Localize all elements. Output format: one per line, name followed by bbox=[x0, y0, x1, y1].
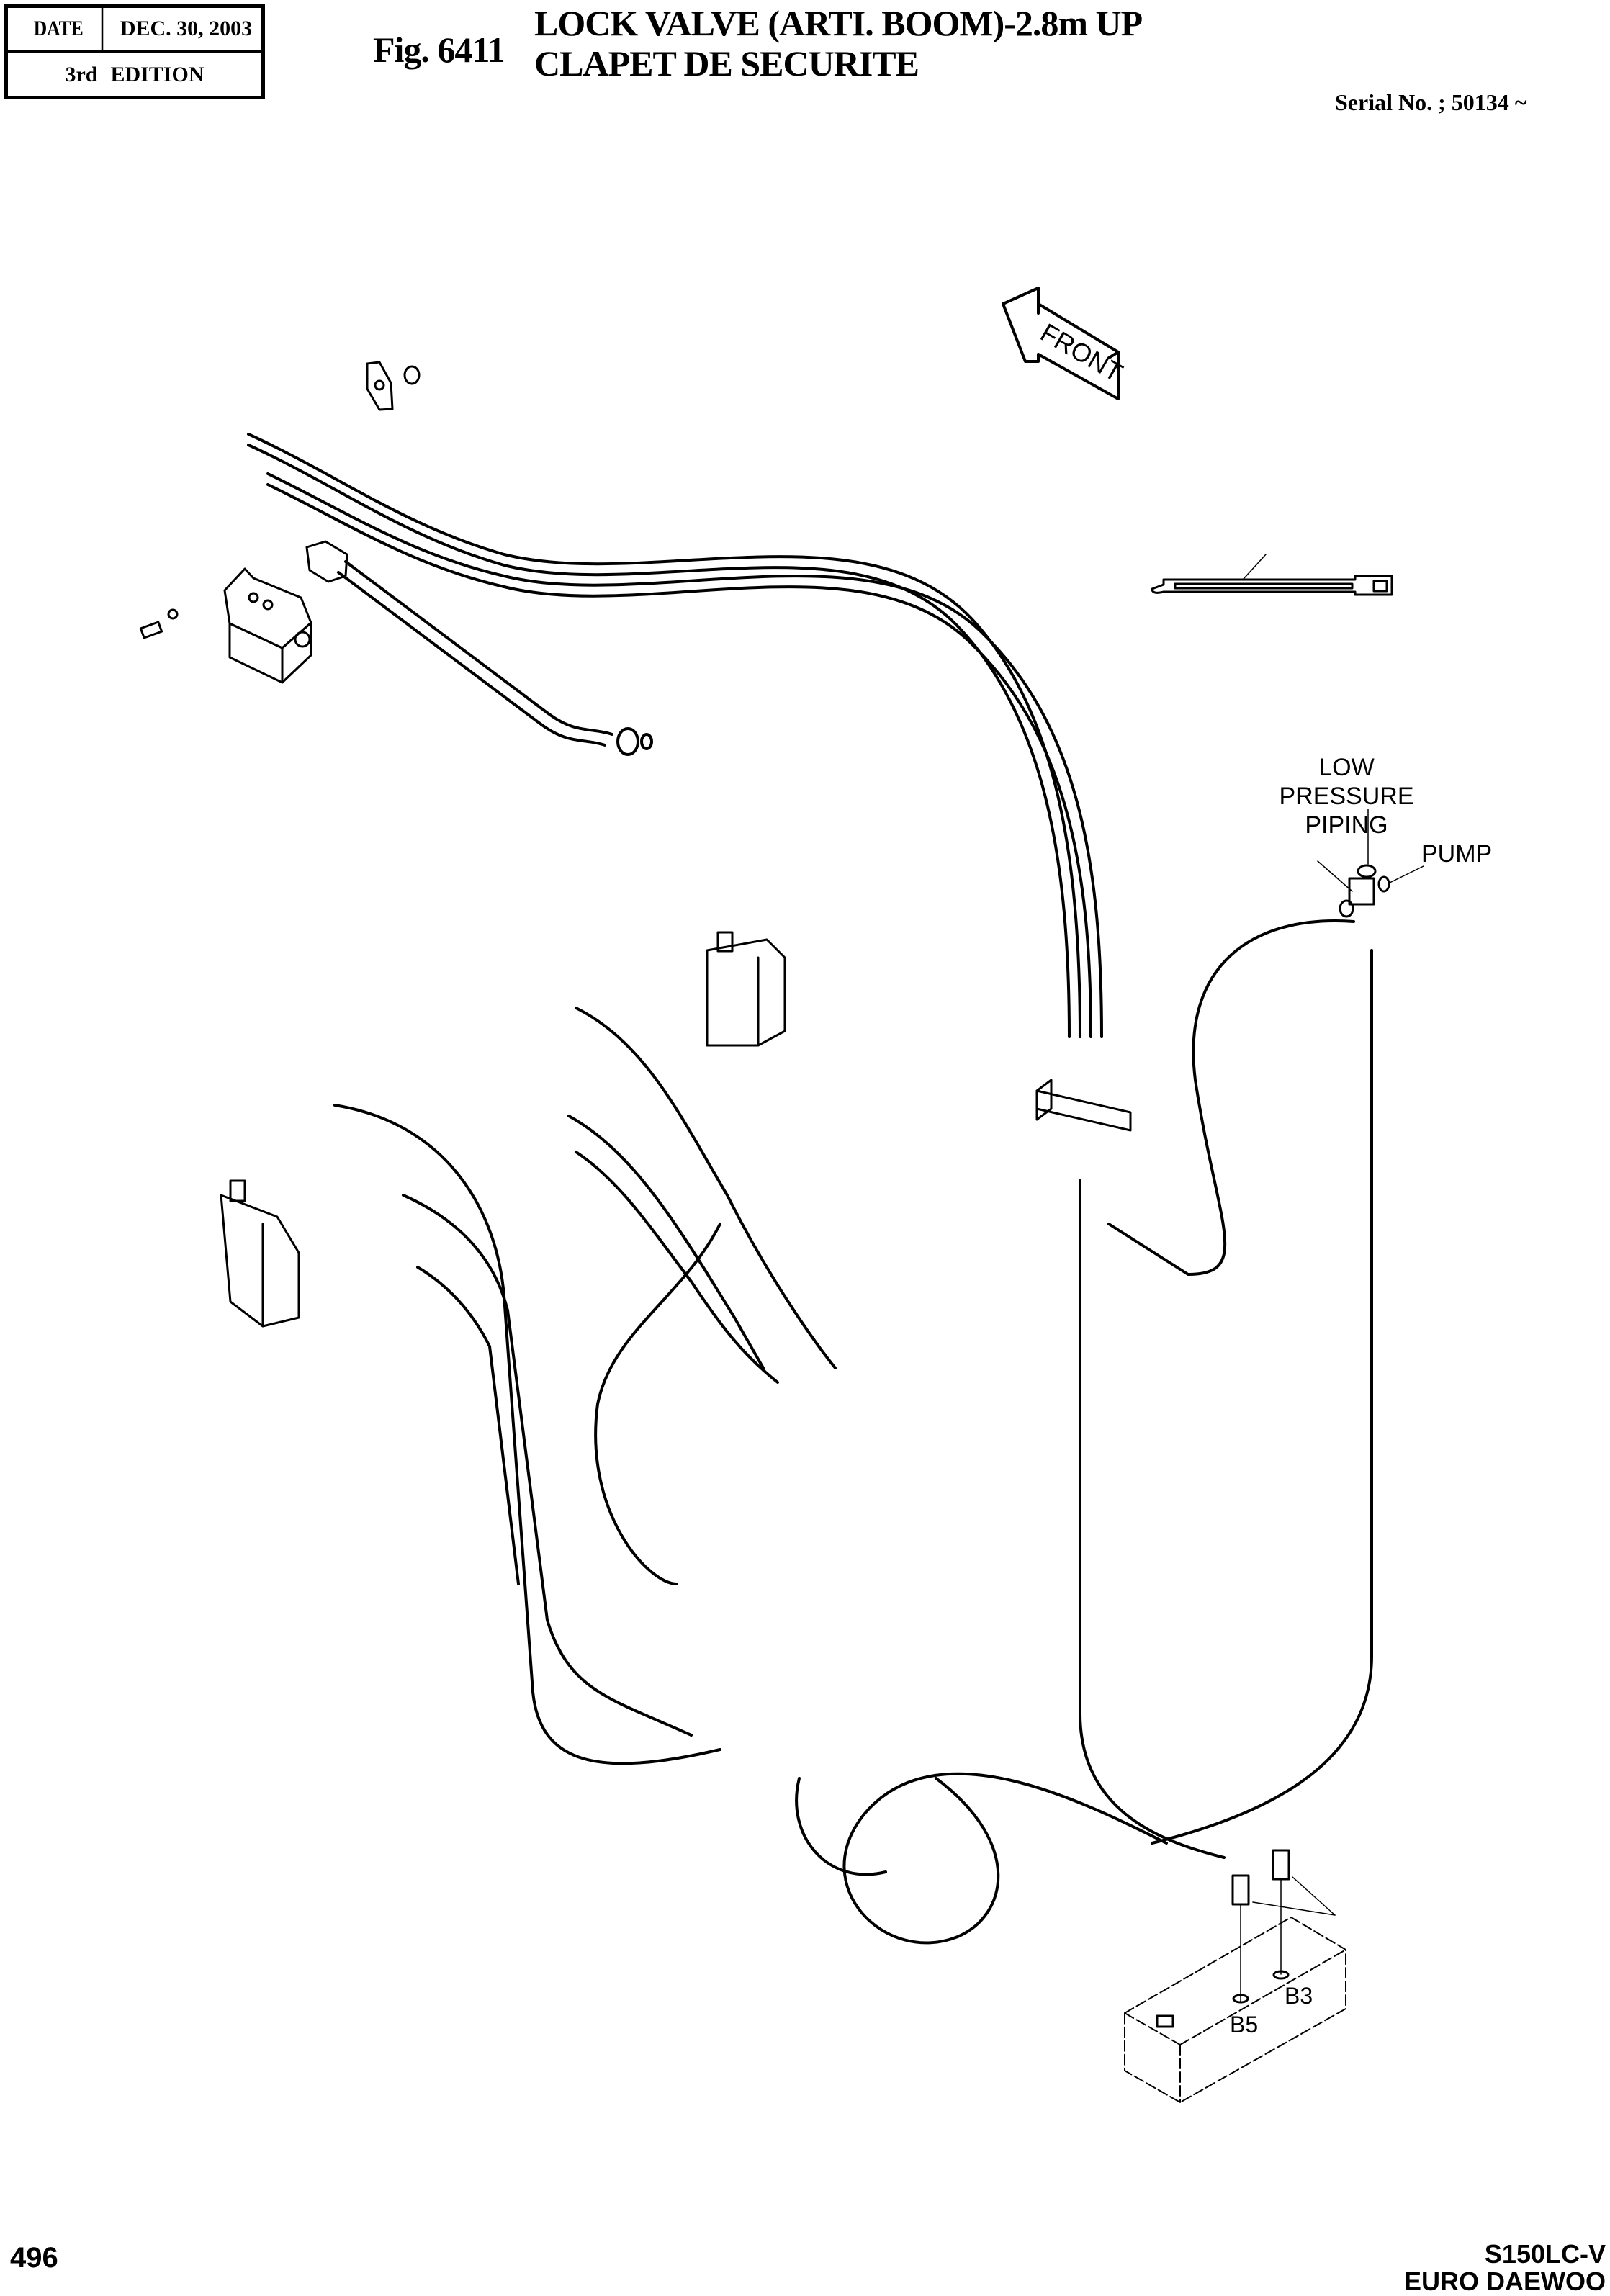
port-b3-label: B3 bbox=[1285, 1983, 1313, 2009]
lower-hoses bbox=[333, 919, 1373, 1945]
port-fittings bbox=[1156, 1849, 1336, 2028]
lock-valve-mid-left bbox=[220, 1179, 300, 1328]
flange-plate bbox=[366, 361, 421, 411]
model-name: S150LC-V bbox=[1484, 2239, 1606, 2269]
date-label: DATE bbox=[16, 8, 104, 50]
title-english: LOCK VALVE (ARTI. BOOM)-2.8m UP bbox=[534, 3, 1143, 43]
brand-name: EURO DAEWOO bbox=[1403, 2266, 1606, 2296]
title-french: CLAPET DE SECURITE bbox=[534, 43, 919, 84]
port-b5-label: B5 bbox=[1230, 2012, 1259, 2038]
date-edition-box: DATE DEC. 30, 2003 3rd EDITION bbox=[4, 4, 265, 99]
front-direction-arrow-icon bbox=[1002, 287, 1120, 400]
model-info: S150LC-V EURO DAEWOO bbox=[1404, 2241, 1606, 2295]
lock-valve-upper bbox=[223, 567, 312, 684]
low-pressure-piping-label: LOW PRESSURE PIPING bbox=[1267, 753, 1426, 839]
control-valve-manifold bbox=[1124, 1917, 1346, 2103]
edition-ordinal: 3rd bbox=[65, 63, 98, 86]
split-flange bbox=[305, 540, 348, 583]
pump-label: PUMP bbox=[1421, 840, 1493, 868]
label-line-2: PIPING bbox=[1305, 811, 1388, 839]
page-number: 496 bbox=[10, 2242, 58, 2274]
serial-number: Serial No. ; 50134 ~ bbox=[1335, 89, 1527, 115]
label-line-1: LOW PRESSURE bbox=[1279, 754, 1414, 810]
date-value: DEC. 30, 2003 bbox=[120, 17, 253, 40]
page-title: LOCK VALVE (ARTI. BOOM)-2.8m UP CLAPET D… bbox=[534, 3, 1143, 84]
tee-fitting bbox=[1317, 809, 1424, 918]
edition-label: EDITION bbox=[110, 63, 204, 86]
bolt-icon bbox=[139, 608, 179, 639]
mounting-bracket bbox=[1035, 1079, 1132, 1132]
figure-number: Fig. 6411 bbox=[373, 30, 505, 70]
lock-valve-mid-right bbox=[706, 931, 786, 1047]
cable-tie-icon bbox=[1151, 554, 1393, 596]
upper-hoses bbox=[247, 433, 1103, 1038]
edition: 3rd EDITION bbox=[8, 53, 261, 97]
